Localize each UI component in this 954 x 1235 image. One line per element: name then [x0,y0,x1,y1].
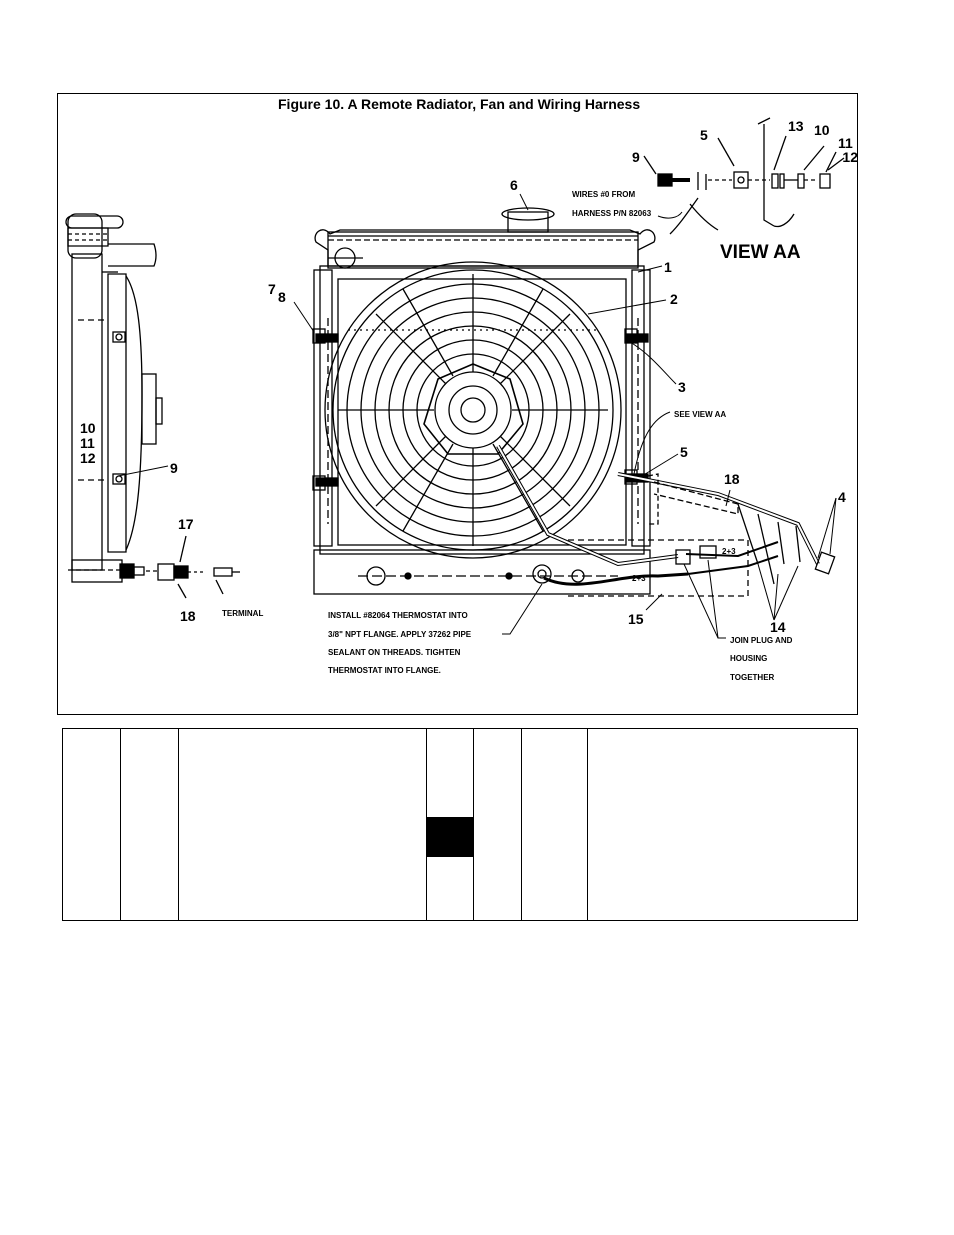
callout-9-side: 9 [170,460,178,476]
callout-2: 2 [670,291,678,307]
table-column [121,729,179,920]
table-column [588,729,857,920]
table-column [427,729,474,920]
callout-9-view: 9 [632,149,640,165]
callout-5-view: 5 [700,127,708,143]
install-note-line2: 3/8" NPT FLANGE. APPLY 37262 PIPE [328,630,472,639]
see-view-aa-label: SEE VIEW AA [674,410,726,419]
callout-7: 7 [268,281,276,297]
callout-4: 4 [838,489,846,505]
callout-6: 6 [510,177,518,193]
radiator-front [312,207,656,595]
join-note-line1: JOIN PLUG AND [730,636,793,645]
fan-assembly [324,261,622,559]
callout-17: 17 [178,516,194,532]
callout-5-front: 5 [680,444,688,460]
figure-title: Figure 10. A Remote Radiator, Fan and Wi… [278,96,640,112]
view-aa-detail [643,117,845,235]
redaction-block [427,817,473,857]
table-column [179,729,427,920]
callout-13: 13 [788,118,804,134]
callout-18-front: 18 [724,471,740,487]
view-aa-title: VIEW AA [720,242,801,263]
callout-1: 1 [664,259,672,275]
wiring-harness [496,445,836,597]
callout-8: 8 [278,289,286,305]
join-note-line2: HOUSING [730,654,767,663]
callout-3: 3 [678,379,686,395]
table-column [474,729,522,920]
callout-15: 15 [628,611,644,627]
table-column [522,729,588,920]
callout-18-side: 18 [180,608,196,624]
table-column [63,729,121,920]
callout-11-view: 11 [838,135,853,151]
wires-note-line2: HARNESS P/N 82063 [572,209,652,218]
figure-frame: Figure 10. A Remote Radiator, Fan and Wi… [57,93,858,715]
callout-11-side: 11 [80,435,95,451]
callout-12-side: 12 [80,450,96,466]
callout-12-view: 12 [842,149,858,165]
callout-10-view: 10 [814,122,830,138]
parts-table [62,728,858,921]
callout-10-side: 10 [80,420,96,436]
install-note-line4: THERMOSTAT INTO FLANGE. [328,666,441,675]
callout-14: 14 [770,619,786,635]
side-view [65,213,240,599]
wires-note-line1: WIRES #0 FROM [572,190,635,199]
radiator-diagram: Figure 10. A Remote Radiator, Fan and Wi… [65,96,858,682]
wire-label-b: 2+3 [722,547,736,556]
install-note-line1: INSTALL #82064 THERMOSTAT INTO [328,611,468,620]
terminal-label: TERMINAL [222,609,263,618]
join-note-line3: TOGETHER [730,673,775,682]
wire-label-a: 2+3 [632,574,646,583]
install-note-line3: SEALANT ON THREADS. TIGHTEN [328,648,461,657]
